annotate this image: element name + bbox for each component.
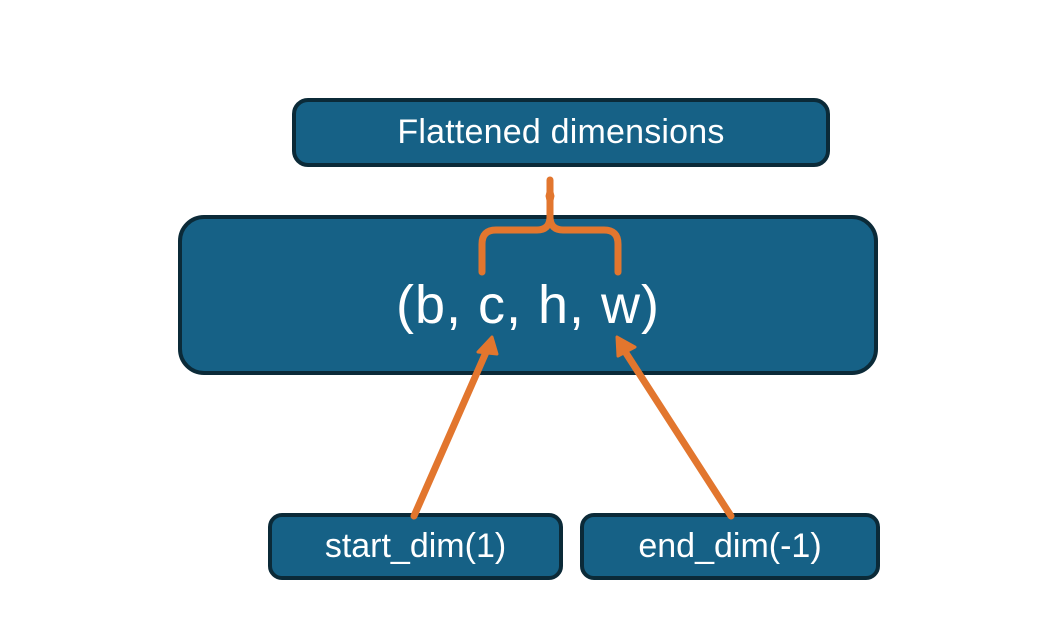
flattened-dimensions-box[interactable]: Flattened dimensions [292, 98, 830, 167]
tensor-shape-box[interactable]: (b, c, h, w) [178, 215, 878, 375]
start-dim-box[interactable]: start_dim(1) [268, 513, 563, 580]
flattened-dimensions-label: Flattened dimensions [397, 112, 725, 151]
end-dim-box[interactable]: end_dim(-1) [580, 513, 880, 580]
start-dim-label: start_dim(1) [324, 526, 507, 565]
end-dim-label: end_dim(-1) [638, 526, 822, 565]
tensor-shape-label: (b, c, h, w) [395, 275, 661, 335]
